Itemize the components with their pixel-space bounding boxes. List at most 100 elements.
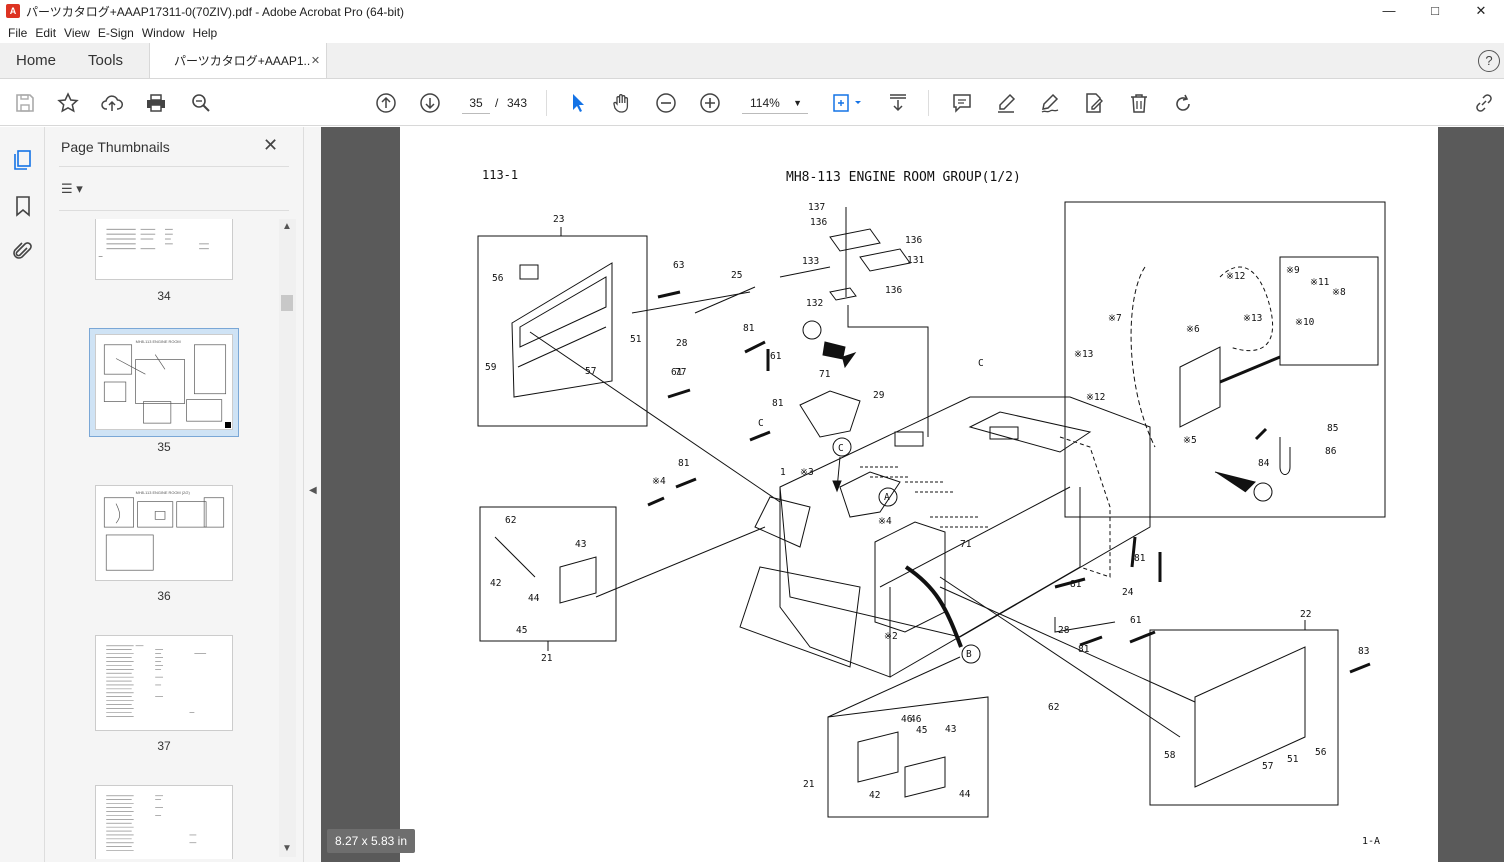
maximize-button[interactable]: □ xyxy=(1431,3,1439,18)
panel-splitter[interactable]: ◀ xyxy=(303,127,321,862)
bookmark-star-icon[interactable] xyxy=(56,91,80,115)
menu-edit[interactable]: Edit xyxy=(35,25,57,40)
share-link-icon[interactable] xyxy=(1472,91,1496,115)
thumbnail-page[interactable]: MH8-113 ENGINE ROOM (2/2) xyxy=(95,485,233,581)
chevron-down-icon: ▼ xyxy=(793,98,802,108)
diagram-heading: MH8-113 ENGINE ROOM GROUP(1/2) xyxy=(786,170,1021,185)
hand-tool-icon[interactable] xyxy=(610,91,634,115)
toolbar-divider xyxy=(928,90,929,116)
thumbnail-page[interactable] xyxy=(95,219,233,280)
panel-divider xyxy=(59,166,289,167)
thumbnail-page[interactable] xyxy=(95,635,233,731)
scroll-thumb[interactable] xyxy=(281,295,293,311)
zoom-search-icon[interactable] xyxy=(189,91,213,115)
close-window-button[interactable]: ✕ xyxy=(1475,3,1487,18)
close-tab-icon[interactable]: ✕ xyxy=(310,55,321,67)
thumbnail-scrollbar[interactable]: ▲ ▼ xyxy=(279,219,296,857)
thumbnail-options-button[interactable]: ☰ ▾ xyxy=(61,181,83,196)
page-code: 113-1 xyxy=(482,168,518,182)
page-fit-dropdown-icon[interactable] xyxy=(830,91,864,115)
callout-label: 23 xyxy=(553,214,564,225)
toolbar xyxy=(0,80,1504,126)
thumbnail-page[interactable] xyxy=(95,785,233,859)
callout-label: 51 xyxy=(1287,754,1299,765)
callout-label: 42 xyxy=(490,578,501,589)
highlight-pen-icon[interactable] xyxy=(994,91,1018,115)
callout-label: 61 xyxy=(1130,615,1142,626)
callout-label: C xyxy=(838,443,844,454)
callout-label: 77 xyxy=(675,367,686,378)
scroll-up-icon[interactable]: ▲ xyxy=(282,221,292,232)
menu-help[interactable]: Help xyxy=(192,25,218,40)
collapse-panel-icon[interactable]: ◀ xyxy=(309,485,317,496)
callout-label: 81 xyxy=(1134,553,1146,564)
zoom-level-value: 114% xyxy=(750,96,780,110)
scroll-down-icon[interactable]: ▼ xyxy=(282,843,292,854)
zoom-in-icon[interactable] xyxy=(698,91,722,115)
door-group-box xyxy=(477,235,648,427)
callout-label: 25 xyxy=(731,270,742,281)
save-icon[interactable] xyxy=(13,91,37,115)
callout-label: 57 xyxy=(585,366,596,377)
menu-view[interactable]: View xyxy=(64,25,90,40)
menu-window[interactable]: Window xyxy=(141,25,185,40)
zoom-level-select[interactable]: 114% ▼ xyxy=(742,92,808,114)
callout-label: 51 xyxy=(630,334,642,345)
page-thumbnails-icon[interactable] xyxy=(11,148,35,172)
print-icon[interactable] xyxy=(144,91,168,115)
rotate-icon[interactable] xyxy=(1171,91,1195,115)
thumbnail-page-selected[interactable]: MH8-113 ENGINE ROOM xyxy=(95,334,233,430)
total-pages: 343 xyxy=(507,96,528,110)
scroll-mode-icon[interactable] xyxy=(886,91,910,115)
delete-trash-icon[interactable] xyxy=(1127,91,1151,115)
thumbnail-label: 35 xyxy=(157,440,171,454)
callout-label: A xyxy=(884,492,890,503)
bookmarks-icon[interactable] xyxy=(11,194,35,218)
minimize-button[interactable]: — xyxy=(1382,3,1396,18)
upload-cloud-icon[interactable] xyxy=(100,91,124,115)
thumbnail-label: 34 xyxy=(157,289,171,303)
comment-icon[interactable] xyxy=(950,91,974,115)
callout-label: ※12 xyxy=(1086,392,1105,403)
tab-home[interactable]: Home xyxy=(16,52,57,69)
attachments-icon[interactable] xyxy=(11,240,35,264)
window-title-bar: A パーツカタログ+AAAP17311-0(70ZIV).pdf - Adobe… xyxy=(0,0,1504,22)
help-icon[interactable]: ? xyxy=(1478,50,1500,72)
callout-label: 42 xyxy=(869,790,880,801)
menu-esign[interactable]: E-Sign xyxy=(97,25,134,40)
callout-label: 21 xyxy=(541,653,553,664)
zoom-out-icon[interactable] xyxy=(654,91,678,115)
callout-label: 62 xyxy=(505,515,516,526)
callout-label: 71 xyxy=(960,539,972,550)
callout-label: 46 xyxy=(910,714,922,725)
callout-label: 56 xyxy=(1315,747,1327,758)
sign-pen-icon[interactable] xyxy=(1038,91,1062,115)
menu-file[interactable]: File xyxy=(8,25,28,40)
edit-document-icon[interactable] xyxy=(1082,91,1106,115)
next-page-icon[interactable] xyxy=(418,91,442,115)
callout-label: C xyxy=(978,358,984,369)
callout-label: 132 xyxy=(806,298,823,309)
tab-tools[interactable]: Tools xyxy=(88,52,124,69)
callout-label: 85 xyxy=(1327,423,1338,434)
callout-label: C xyxy=(758,418,764,429)
callout-label: ※12 xyxy=(1226,271,1245,282)
callout-label: 61 xyxy=(671,367,683,378)
callout-label: ※3 xyxy=(800,467,814,478)
close-panel-icon[interactable]: ✕ xyxy=(263,135,279,155)
previous-page-icon[interactable] xyxy=(374,91,398,115)
callout-label: 84 xyxy=(1258,458,1270,469)
select-cursor-icon[interactable] xyxy=(566,91,590,115)
tab-document[interactable]: パーツカタログ+AAAP1... ✕ xyxy=(149,43,328,78)
callout-label: 29 xyxy=(873,390,885,401)
thumbnail-label: 37 xyxy=(157,739,171,753)
current-page-input[interactable]: 35 xyxy=(462,92,490,114)
menu-bar: File Edit View E-Sign Window Help xyxy=(0,22,1504,43)
callout-label: 136 xyxy=(885,285,902,296)
callout-label: 44 xyxy=(528,593,540,604)
callout-label: 57 xyxy=(1262,761,1273,772)
callout-label: B xyxy=(966,649,972,660)
callout-label: 1 xyxy=(780,467,786,478)
panel-divider xyxy=(59,210,289,211)
callout-label: 131 xyxy=(907,255,924,266)
